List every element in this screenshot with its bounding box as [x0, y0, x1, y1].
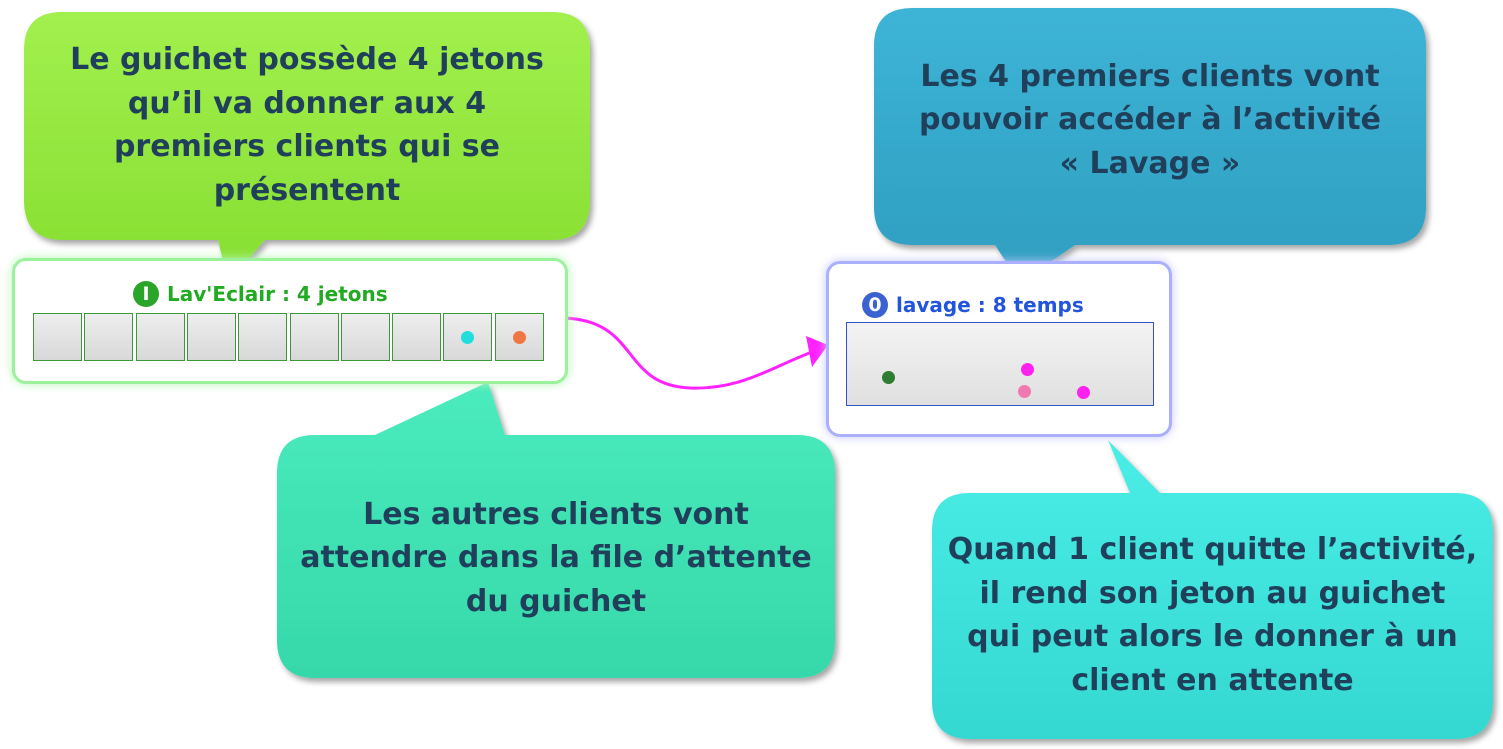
client-dot — [1077, 386, 1090, 399]
counter-panel-title: I Lav'Eclair : 4 jetons — [133, 281, 388, 307]
client-dot — [1021, 363, 1034, 376]
callout-bubble-token-return — [932, 440, 1493, 739]
queue-slot — [135, 313, 185, 361]
connector-arrowhead — [806, 336, 828, 367]
queued-client-dot — [512, 331, 526, 344]
activity-title-label: lavage : 8 temps — [896, 293, 1084, 317]
queue-slot — [494, 313, 544, 361]
queue-slot — [84, 313, 134, 361]
activity-badge-icon: 0 — [862, 292, 888, 318]
queued-client-dot — [461, 331, 475, 344]
queue-slot — [33, 313, 82, 361]
callout-bubble-waiting — [277, 382, 835, 678]
callout-bubble-guichet — [24, 12, 590, 282]
callout-bubble-first-clients — [874, 8, 1426, 283]
counter-title-label: Lav'Eclair : 4 jetons — [167, 282, 388, 306]
activity-area — [846, 322, 1154, 406]
client-dot — [882, 371, 895, 384]
callout-text-guichet: Le guichet possède 4 jetons qu’il va don… — [70, 42, 544, 208]
queue-slot — [289, 313, 339, 361]
queue-slot — [392, 313, 442, 361]
queue-slot — [340, 313, 390, 361]
queue-slot — [186, 313, 236, 361]
activity-panel[interactable]: 0 lavage : 8 temps — [826, 261, 1172, 437]
callout-text-first-clients: Les 4 premiers clients vont pouvoir accé… — [919, 58, 1381, 181]
counter-panel[interactable]: I Lav'Eclair : 4 jetons — [12, 258, 568, 384]
queue-slot — [443, 313, 493, 361]
callout-text-waiting: Les autres clients vont attendre dans la… — [300, 496, 812, 619]
connector-arrow — [562, 316, 813, 390]
client-dot — [1018, 385, 1031, 398]
queue-slot — [238, 313, 288, 361]
activity-panel-title: 0 lavage : 8 temps — [862, 292, 1084, 318]
callout-text-token-return: Quand 1 client quitte l’activité, il ren… — [947, 532, 1478, 698]
counter-badge-icon: I — [133, 281, 159, 307]
